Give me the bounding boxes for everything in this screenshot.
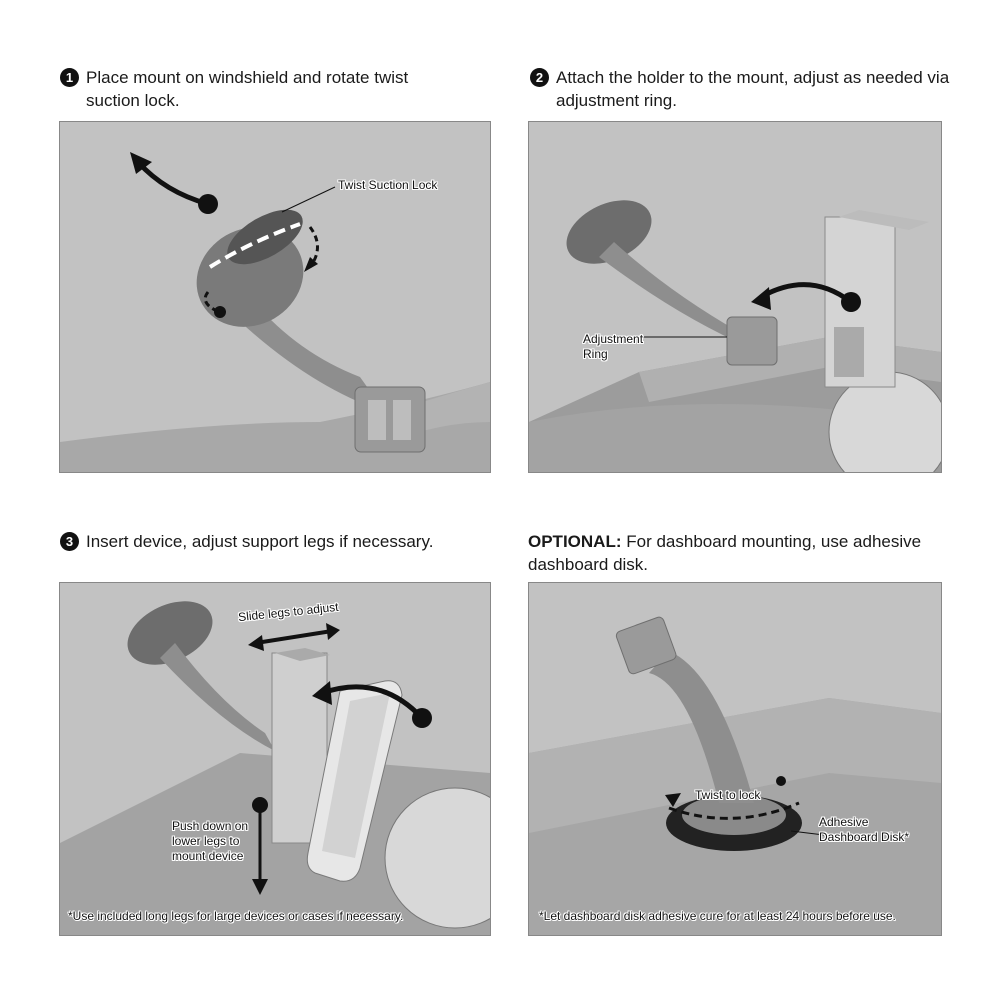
step-1-text-line2: suction lock. <box>86 91 180 110</box>
windshield-mount-illustration <box>60 122 490 472</box>
illustration-panel-4: Twist to lock Adhesive Dashboard Disk* *… <box>528 582 942 936</box>
arrowhead-icon <box>312 681 332 705</box>
adhesive-disk-line1: Adhesive <box>819 815 869 829</box>
twist-to-lock-callout: Twist to lock <box>695 788 761 802</box>
arrowhead-icon <box>751 287 771 310</box>
arrow-start-dot-icon <box>198 194 218 214</box>
push-down-line2: lower legs to <box>172 834 240 848</box>
step-2-heading: 2 Attach the holder to the mount, adjust … <box>530 66 949 112</box>
optional-heading: OPTIONAL: For dashboard mounting, use ad… <box>528 530 921 576</box>
twist-suction-lock-callout: Twist Suction Lock <box>338 178 438 192</box>
down-arrowhead-icon <box>252 879 268 895</box>
arrowhead-icon <box>665 793 681 807</box>
arrowhead-icon <box>130 152 152 174</box>
optional-text-line1: For dashboard mounting, use adhesive <box>626 532 922 551</box>
push-down-callout: Push down on lower legs to mount device <box>172 819 248 864</box>
step-2-text-line1: Attach the holder to the mount, adjust a… <box>556 68 950 87</box>
push-down-line3: mount device <box>172 849 244 863</box>
step-3-number: 3 <box>60 532 79 551</box>
adhesive-disk-line2: Dashboard Disk* <box>819 830 910 844</box>
adjustment-ring-label-line1: Adjustment <box>583 332 644 346</box>
step-3-text-line1: Insert device, adjust support legs if ne… <box>86 532 434 551</box>
step-2-text-line2: adjustment ring. <box>556 91 677 110</box>
insert-device-illustration <box>60 583 490 935</box>
illustration-panel-3: Slide legs to adjust Push down on lower … <box>59 582 491 936</box>
step-3-heading: 3 Insert device, adjust support legs if n… <box>60 530 433 553</box>
arrow-start-dot-icon <box>841 292 861 312</box>
adhesive-disk-callout: Adhesive Dashboard Disk* <box>819 815 909 845</box>
holder-attach-illustration <box>529 122 941 472</box>
rotate-arrow <box>130 152 336 318</box>
illustration-panel-1: Twist Suction Lock <box>59 121 491 473</box>
panel-4-footnote: *Let dashboard disk adhesive cure for at… <box>539 909 896 923</box>
adjustment-ring-callout: Adjustment Ring <box>583 332 643 362</box>
adjustment-ring-label-line2: Ring <box>583 347 608 361</box>
optional-text-line2: dashboard disk. <box>528 555 649 574</box>
push-down-line1: Push down on <box>172 819 249 833</box>
optional-label: OPTIONAL: <box>528 532 622 551</box>
step-1-text-line1: Place mount on windshield and rotate twi… <box>86 68 409 87</box>
right-arrowhead-icon <box>326 623 340 640</box>
panel-3-footnote: *Use included long legs for large device… <box>68 909 404 923</box>
step-1-heading: 1 Place mount on windshield and rotate tw… <box>60 66 408 112</box>
illustration-panel-2: Adjustment Ring <box>528 121 942 473</box>
step-2-number: 2 <box>530 68 549 87</box>
arrow-start-dot-icon <box>412 708 432 728</box>
step-1-number: 1 <box>60 68 79 87</box>
dashboard-disk-illustration <box>529 583 941 935</box>
left-arrowhead-icon <box>248 635 264 651</box>
